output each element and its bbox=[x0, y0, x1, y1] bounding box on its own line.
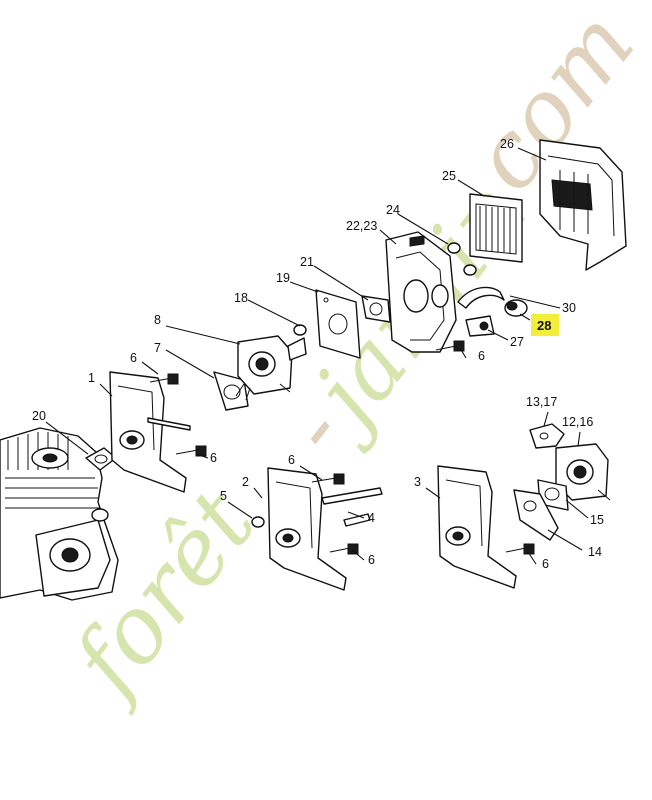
callout-13-17[interactable]: 13,17 bbox=[526, 395, 557, 409]
valve-27 bbox=[465, 315, 495, 337]
callout-8[interactable]: 8 bbox=[154, 313, 161, 327]
callout-12-16[interactable]: 12,16 bbox=[562, 415, 593, 429]
callout-3[interactable]: 3 bbox=[414, 475, 421, 489]
nut-24 bbox=[447, 242, 477, 276]
heat-shield-1 bbox=[109, 371, 191, 493]
fuel-hose-30 bbox=[457, 286, 505, 309]
callout-14[interactable]: 14 bbox=[588, 545, 602, 559]
heat-shield-3 bbox=[437, 465, 517, 589]
nut-18 bbox=[293, 324, 307, 336]
callout-21[interactable]: 21 bbox=[300, 255, 314, 269]
washer-5 bbox=[251, 516, 265, 528]
callout-4[interactable]: 4 bbox=[368, 511, 375, 525]
callout-25[interactable]: 25 bbox=[442, 169, 456, 183]
screw-6a bbox=[149, 373, 179, 385]
callout-28[interactable]: 28 bbox=[537, 318, 551, 333]
callout-5[interactable]: 5 bbox=[220, 489, 227, 503]
filter-cover-26 bbox=[539, 139, 627, 271]
callout-1[interactable]: 1 bbox=[88, 371, 95, 385]
engine-block-drawing bbox=[0, 427, 119, 601]
callout-19[interactable]: 19 bbox=[276, 271, 290, 285]
callout-22-23[interactable]: 22,23 bbox=[346, 219, 377, 233]
watermark-logo: forêt - jardin .com bbox=[49, 0, 652, 718]
carburetor-12-16 bbox=[555, 443, 611, 507]
callout-26[interactable]: 26 bbox=[500, 137, 514, 151]
fitting-13-17 bbox=[529, 423, 565, 449]
callout-6-e[interactable]: 6 bbox=[478, 349, 485, 363]
air-filter-base-22-23 bbox=[385, 231, 457, 353]
callout-6-d[interactable]: 6 bbox=[368, 553, 375, 567]
highlight-box bbox=[531, 314, 559, 336]
leader-lines bbox=[45, 147, 589, 565]
gasket-19 bbox=[315, 289, 361, 359]
screw-6e bbox=[175, 445, 207, 457]
gasket-7 bbox=[213, 371, 249, 411]
screw-6b bbox=[435, 340, 465, 352]
callout-6-f[interactable]: 6 bbox=[542, 557, 549, 571]
heat-shield-2 bbox=[267, 467, 347, 591]
screw-6f bbox=[505, 543, 535, 555]
air-filter-25 bbox=[469, 193, 523, 263]
callout-27[interactable]: 27 bbox=[510, 335, 524, 349]
callout-7[interactable]: 7 bbox=[154, 341, 161, 355]
callout-30[interactable]: 30 bbox=[562, 301, 576, 315]
callout-6-b[interactable]: 6 bbox=[210, 451, 217, 465]
primer-bulb-28 bbox=[504, 299, 528, 317]
callout-15[interactable]: 15 bbox=[590, 513, 604, 527]
callout-24[interactable]: 24 bbox=[386, 203, 400, 217]
callout-2[interactable]: 2 bbox=[242, 475, 249, 489]
callout-20[interactable]: 20 bbox=[32, 409, 46, 423]
callout-18[interactable]: 18 bbox=[234, 291, 248, 305]
screw-6d bbox=[329, 543, 359, 555]
callout-28-highlight[interactable]: 28 bbox=[531, 314, 559, 336]
callout-6-c[interactable]: 6 bbox=[288, 453, 295, 467]
screw-6c bbox=[311, 473, 345, 485]
gasket-21 bbox=[361, 295, 391, 323]
callout-6-a[interactable]: 6 bbox=[130, 351, 137, 365]
carburetor-8 bbox=[235, 335, 307, 401]
